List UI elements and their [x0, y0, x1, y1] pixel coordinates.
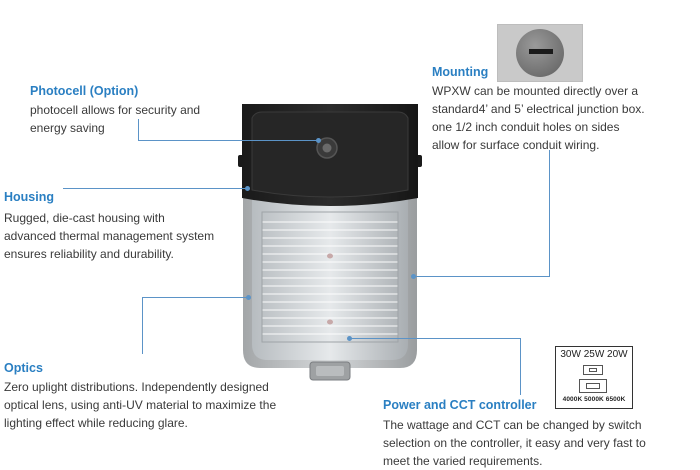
controller-title: Power and CCT controller: [383, 398, 537, 412]
controller-leader-line: [520, 338, 521, 395]
mounting-description-line: one 1/2 inch conduit holes on sides: [432, 120, 620, 134]
housing-leader-line: [63, 188, 247, 189]
controller-description-line: selection on the controller, it easy and…: [383, 436, 646, 450]
housing-leader-dot: [245, 186, 250, 191]
photocell-lens: [322, 143, 332, 153]
mounting-leader-dot: [411, 274, 416, 279]
photocell-title: Photocell (Option): [30, 84, 139, 98]
housing-description: Rugged, die-cast housing with advanced t…: [4, 209, 214, 263]
controller-leader-dot: [347, 336, 352, 341]
cct-switch-icon: [579, 379, 607, 393]
housing-description-line: ensures reliability and durability.: [4, 247, 174, 261]
lens-panel-outline: [261, 211, 399, 343]
mounting-leader-line: [415, 276, 550, 277]
photocell-description-line: energy saving: [30, 121, 105, 135]
junction-box-slot: [529, 49, 553, 54]
optics-description-line: lighting effect while reducing glare.: [4, 416, 188, 430]
optics-leader-dot: [246, 295, 251, 300]
housing-description-line: advanced thermal management system: [4, 229, 215, 243]
controller-description: The wattage and CCT can be changed by sw…: [383, 416, 646, 470]
photocell-leader-line: [138, 119, 139, 140]
mounting-description-line: allow for surface conduit wiring.: [432, 138, 600, 152]
controller-leader-line: [350, 338, 520, 339]
mounting-description: WPXW can be mounted directly over a stan…: [432, 82, 645, 154]
optics-description: Zero uplight distributions. Independentl…: [4, 378, 276, 432]
mounting-description-line: WPXW can be mounted directly over a: [432, 84, 639, 98]
conduit-knob-inner: [316, 366, 344, 376]
mounting-description-line: standard4’ and 5’ electrical junction bo…: [432, 102, 645, 116]
lens-screw: [327, 319, 333, 325]
photocell-description: photocell allows for security and energy…: [30, 101, 200, 137]
controller-switch-diagram: 30W 25W 20W 4000K 5000K 6500K: [555, 346, 633, 409]
lens-screw: [327, 253, 333, 259]
controller-cct-options: 4000K 5000K 6500K: [562, 396, 626, 403]
optics-leader-line: [142, 297, 143, 354]
watt-switch-icon: [583, 365, 603, 375]
mounting-title: Mounting: [432, 65, 489, 79]
optics-title: Optics: [4, 361, 43, 375]
housing-description-line: Rugged, die-cast housing with: [4, 211, 165, 225]
housing-title: Housing: [4, 190, 54, 204]
optics-leader-line: [142, 297, 248, 298]
controller-watt-options: 30W 25W 20W: [560, 349, 628, 360]
optics-description-line: Zero uplight distributions. Independentl…: [4, 380, 269, 394]
photocell-description-line: photocell allows for security and: [30, 103, 201, 117]
controller-description-line: meet the varied requirements.: [383, 454, 543, 468]
controller-description-line: The wattage and CCT can be changed by sw…: [383, 418, 642, 432]
optics-description-line: optical lens, using anti-UV material to …: [4, 398, 277, 412]
photocell-leader-line: [138, 140, 318, 141]
mounting-leader-line: [549, 150, 550, 276]
mounting-photo: [497, 24, 583, 82]
photocell-leader-dot: [316, 138, 321, 143]
